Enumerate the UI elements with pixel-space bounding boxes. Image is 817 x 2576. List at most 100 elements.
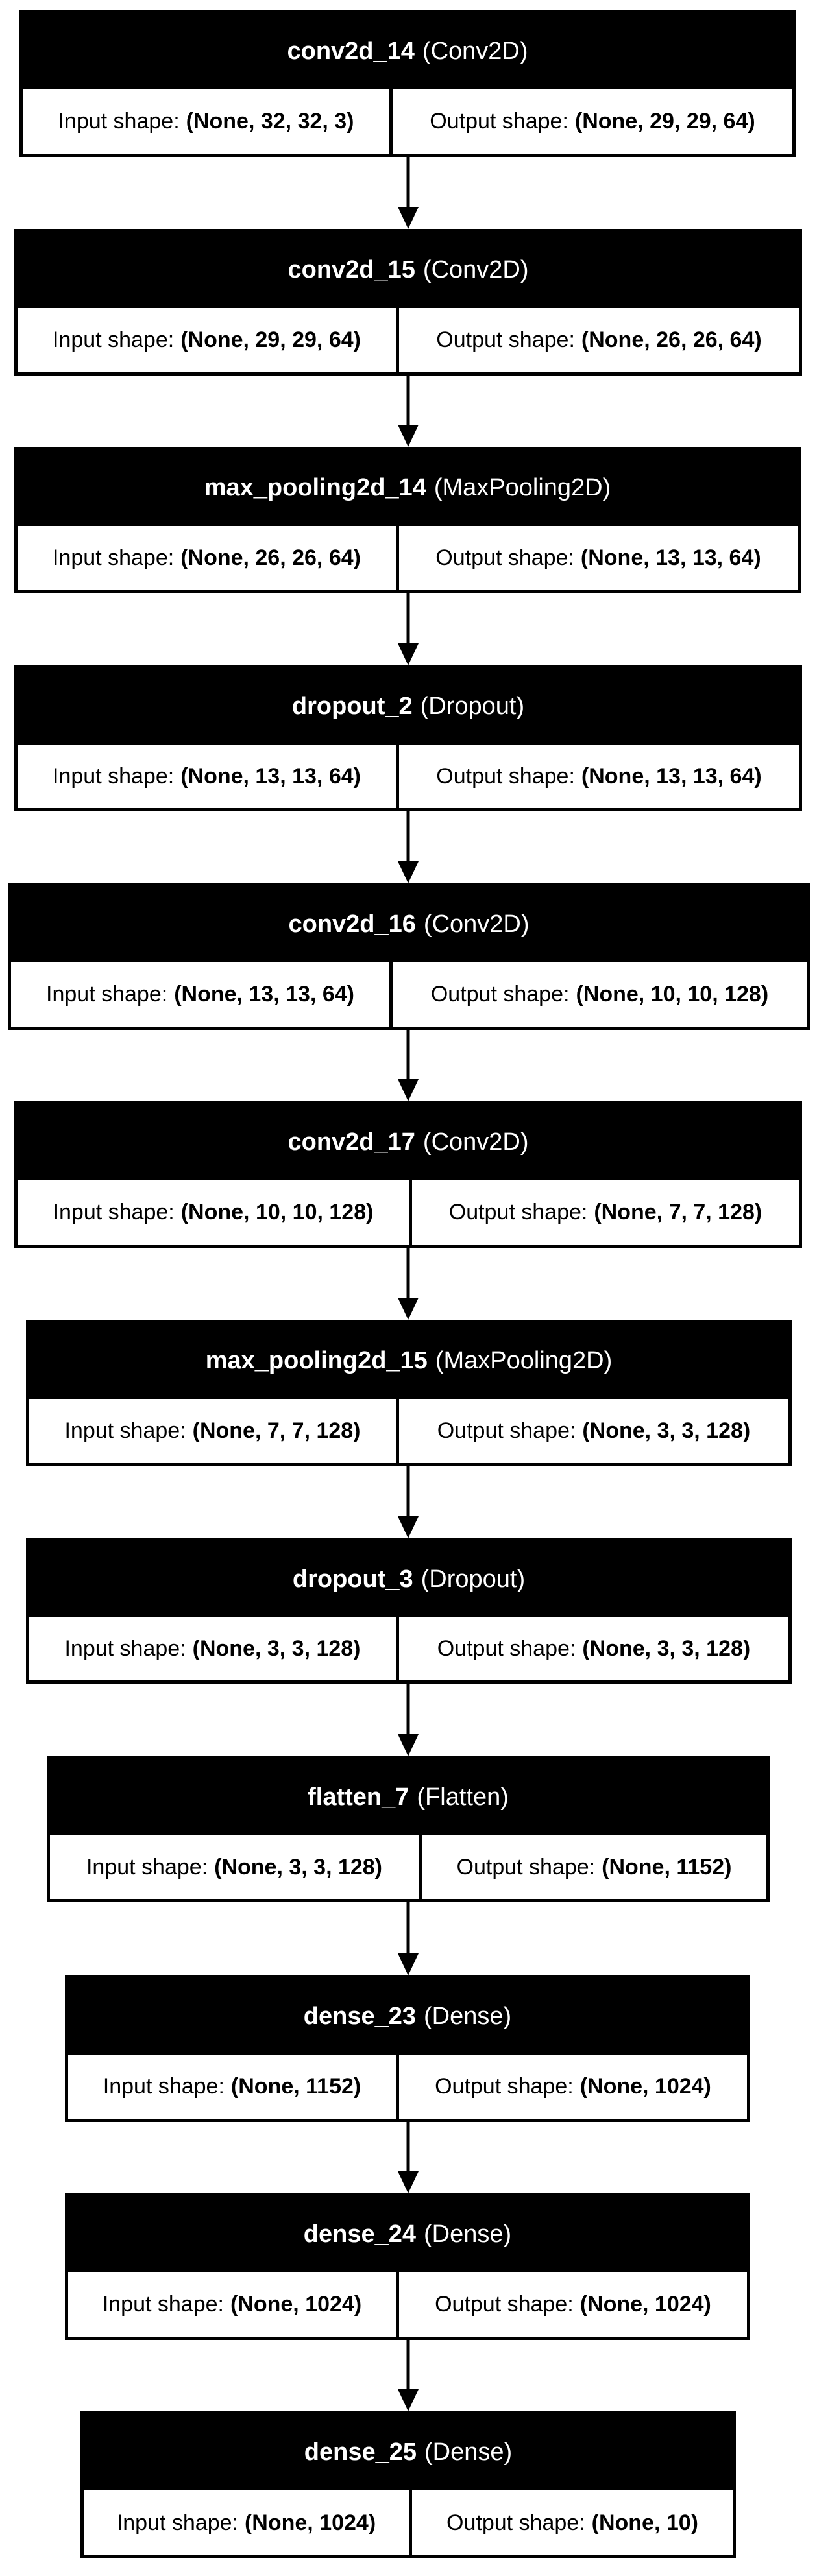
output-shape-cell: Output shape:(None, 3, 3, 128) xyxy=(399,1617,788,1680)
layer-shapes-row: Input shape:(None, 3, 3, 128)Output shap… xyxy=(29,1617,788,1680)
layer-name: max_pooling2d_15 xyxy=(205,1347,428,1374)
output-shape-value: (None, 3, 3, 128) xyxy=(582,1636,751,1661)
layer-box: dense_23(Dense)Input shape:(None, 1152)O… xyxy=(65,1975,750,2122)
layer-name: conv2d_15 xyxy=(287,256,415,283)
connector-arrow-head xyxy=(398,2171,419,2193)
layer-name: dense_24 xyxy=(303,2221,417,2248)
input-shape-label: Input shape: xyxy=(103,2074,225,2099)
output-shape-value: (None, 29, 29, 64) xyxy=(574,109,755,134)
layer-type: (MaxPooling2D) xyxy=(435,1347,613,1374)
layer-header: dense_23(Dense) xyxy=(68,1979,747,2055)
input-shape-value: (None, 32, 32, 3) xyxy=(186,109,354,134)
layer-shapes-row: Input shape:(None, 13, 13, 64)Output sha… xyxy=(11,962,807,1027)
connector-arrow-head xyxy=(398,1298,419,1320)
layer-name: conv2d_17 xyxy=(287,1128,415,1156)
input-shape-value: (None, 1024) xyxy=(230,2292,362,2317)
layer-box: dense_24(Dense)Input shape:(None, 1024)O… xyxy=(65,2193,750,2340)
layer-type: (Dense) xyxy=(424,2221,512,2248)
input-shape-cell: Input shape:(None, 32, 32, 3) xyxy=(23,89,393,154)
input-shape-label: Input shape: xyxy=(53,1200,175,1224)
layer-type: (Conv2D) xyxy=(423,911,530,938)
input-shape-cell: Input shape:(None, 29, 29, 64) xyxy=(18,308,399,372)
output-shape-label: Output shape: xyxy=(435,545,574,570)
connector-arrow-head xyxy=(398,1734,419,1756)
connector-arrow-head xyxy=(398,643,419,665)
input-shape-label: Input shape: xyxy=(102,2292,224,2317)
output-shape-value: (None, 1024) xyxy=(579,2292,711,2317)
output-shape-cell: Output shape:(None, 13, 13, 64) xyxy=(399,745,799,808)
layer-type: (Conv2D) xyxy=(422,38,528,65)
connector-arrow-head xyxy=(398,1516,419,1538)
layer-name: max_pooling2d_14 xyxy=(204,474,426,501)
output-shape-label: Output shape: xyxy=(437,1418,576,1443)
layer-box: flatten_7(Flatten)Input shape:(None, 3, … xyxy=(47,1756,770,1902)
layer-type: (Conv2D) xyxy=(422,256,529,283)
layer-type: (Flatten) xyxy=(417,1783,509,1811)
input-shape-cell: Input shape:(None, 1024) xyxy=(68,2272,399,2337)
layer-header: flatten_7(Flatten) xyxy=(50,1759,766,1835)
layer-box: conv2d_17(Conv2D) Input shape:(None, 10, … xyxy=(14,1101,802,1248)
layer-box: conv2d_14(Conv2D)Input shape:(None, 32, … xyxy=(19,10,796,157)
input-shape-cell: Input shape:(None, 26, 26, 64) xyxy=(18,526,399,590)
input-shape-value: (None, 13, 13, 64) xyxy=(180,763,361,789)
input-shape-value: (None, 1152) xyxy=(230,2074,361,2099)
output-shape-cell: Output shape:(None, 10, 10, 128) xyxy=(393,962,807,1027)
connector-arrow-head xyxy=(398,2389,419,2411)
layer-box: dropout_3(Dropout)Input shape:(None, 3, … xyxy=(26,1538,792,1684)
output-shape-value: (None, 1024) xyxy=(579,2074,711,2099)
input-shape-label: Input shape: xyxy=(86,1854,208,1879)
input-shape-value: (None, 26, 26, 64) xyxy=(180,545,361,570)
layer-header: dense_24 (Dense) xyxy=(68,2197,747,2272)
input-shape-value: (None, 3, 3, 128) xyxy=(192,1636,361,1661)
layer-header: conv2d_16 (Conv2D) xyxy=(11,887,807,962)
input-shape-cell: Input shape:(None, 10, 10, 128) xyxy=(18,1180,412,1245)
output-shape-label: Output shape: xyxy=(448,1200,588,1224)
input-shape-value: (None, 1024) xyxy=(244,2510,376,2535)
layer-name: dense_23 xyxy=(303,2003,417,2030)
output-shape-label: Output shape: xyxy=(446,2510,585,2535)
output-shape-value: (None, 3, 3, 128) xyxy=(582,1418,751,1443)
input-shape-label: Input shape: xyxy=(46,982,168,1007)
layer-shapes-row: Input shape:(None, 3, 3, 128)Output shap… xyxy=(50,1835,766,1899)
output-shape-cell: Output shape:(None, 1152) xyxy=(422,1835,766,1899)
input-shape-cell: Input shape:(None, 1152) xyxy=(68,2055,399,2119)
output-shape-label: Output shape: xyxy=(430,982,570,1007)
input-shape-label: Input shape: xyxy=(58,109,180,134)
input-shape-label: Input shape: xyxy=(53,763,175,789)
layer-box: max_pooling2d_14(MaxPooling2D)Input shap… xyxy=(14,447,801,593)
output-shape-cell: Output shape:(None, 7, 7, 128) xyxy=(412,1180,799,1245)
layer-header: conv2d_15 (Conv2D) xyxy=(18,232,799,308)
layer-shapes-row: Input shape:(None, 32, 32, 3)Output shap… xyxy=(23,89,792,154)
layer-name: dropout_2 xyxy=(291,693,413,720)
input-shape-value: (None, 3, 3, 128) xyxy=(214,1854,383,1879)
layer-name: dense_25 xyxy=(304,2439,417,2466)
connector-arrow-head xyxy=(398,861,419,883)
input-shape-cell: Input shape:(None, 3, 3, 128) xyxy=(50,1835,422,1899)
output-shape-cell: Output shape:(None, 10) xyxy=(412,2490,733,2555)
layer-box: max_pooling2d_15 (MaxPooling2D) Input shap… xyxy=(26,1320,792,1466)
layer-shapes-row: Input shape:(None, 29, 29, 64)Output sha… xyxy=(18,308,799,372)
output-shape-cell: Output shape:(None, 26, 26, 64) xyxy=(399,308,799,372)
layer-header: dropout_3(Dropout) xyxy=(29,1542,788,1617)
input-shape-value: (None, 7, 7, 128) xyxy=(192,1418,361,1443)
output-shape-cell: Output shape:(None, 1024) xyxy=(399,2055,747,2119)
layer-box: conv2d_16 (Conv2D) Input shape:(None, 13, … xyxy=(8,883,810,1030)
input-shape-cell: Input shape:(None, 3, 3, 128) xyxy=(29,1617,399,1680)
layer-type: (Conv2D) xyxy=(422,1128,529,1156)
layer-name: conv2d_16 xyxy=(288,911,416,938)
layer-shapes-row: Input shape:(None, 13, 13, 64) Output sha… xyxy=(18,745,799,808)
input-shape-label: Input shape: xyxy=(53,328,175,352)
output-shape-value: (None, 7, 7, 128) xyxy=(594,1200,762,1224)
connector-arrow-head xyxy=(398,1079,419,1101)
input-shape-label: Input shape: xyxy=(116,2510,238,2535)
input-shape-cell: Input shape:(None, 7, 7, 128) xyxy=(29,1399,399,1463)
layer-type: (Dropout) xyxy=(420,693,525,720)
layer-shapes-row: Input shape:(None, 1024) Output shape:(No… xyxy=(84,2490,733,2555)
layer-shapes-row: Input shape:(None, 26, 26, 64) Output sha… xyxy=(18,526,798,590)
output-shape-value: (None, 26, 26, 64) xyxy=(581,328,762,352)
input-shape-label: Input shape: xyxy=(53,545,175,570)
output-shape-label: Output shape: xyxy=(435,2074,574,2099)
layer-shapes-row: Input shape:(None, 1152)Output shape:(No… xyxy=(68,2055,747,2119)
